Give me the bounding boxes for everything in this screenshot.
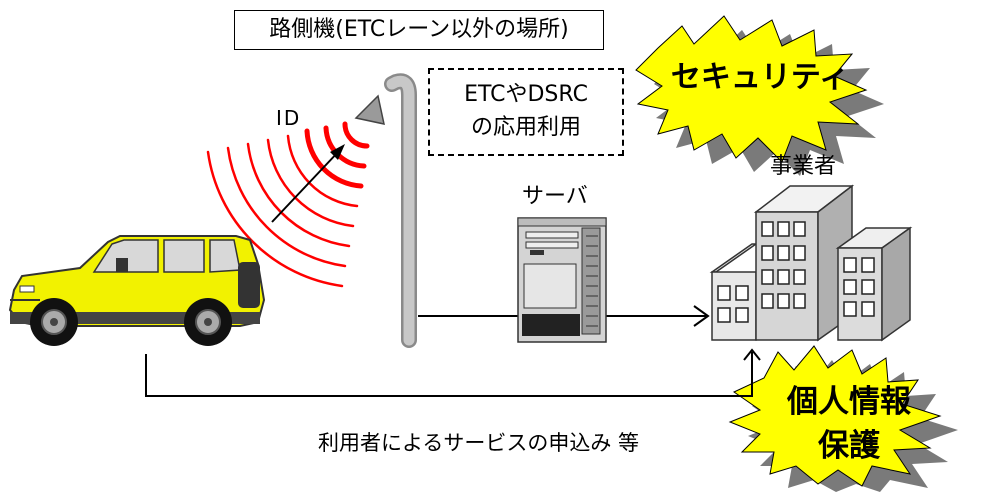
privacy-burst-icon: [728, 345, 958, 492]
antenna-pole-icon: [354, 73, 417, 348]
security-burst-icon: [635, 15, 884, 176]
id-label: ID: [276, 106, 302, 130]
car-icon: [8, 235, 266, 346]
dsrc-line-1: ETCやDSRC: [464, 82, 588, 107]
privacy-badge-text: 個人情報 保護: [784, 380, 914, 468]
company-label: 事業者: [770, 154, 837, 179]
dsrc-application-box: ETCやDSRC の応用利用: [428, 68, 624, 156]
roadside-unit-label: 路側機(ETCレーン以外の場所): [234, 10, 604, 50]
privacy-line-2: 保護: [818, 428, 880, 464]
server-tower-icon: [517, 217, 607, 343]
security-badge-text: セキュリティ: [670, 60, 850, 95]
office-building-icon: [709, 184, 913, 342]
privacy-line-1: 個人情報: [787, 384, 911, 420]
service-request-label: 利用者によるサービスの申込み 等: [318, 431, 640, 455]
dsrc-line-2: の応用利用: [470, 115, 581, 140]
server-label: サーバ: [522, 184, 588, 209]
id-transmit-arrow-icon: [271, 144, 345, 223]
